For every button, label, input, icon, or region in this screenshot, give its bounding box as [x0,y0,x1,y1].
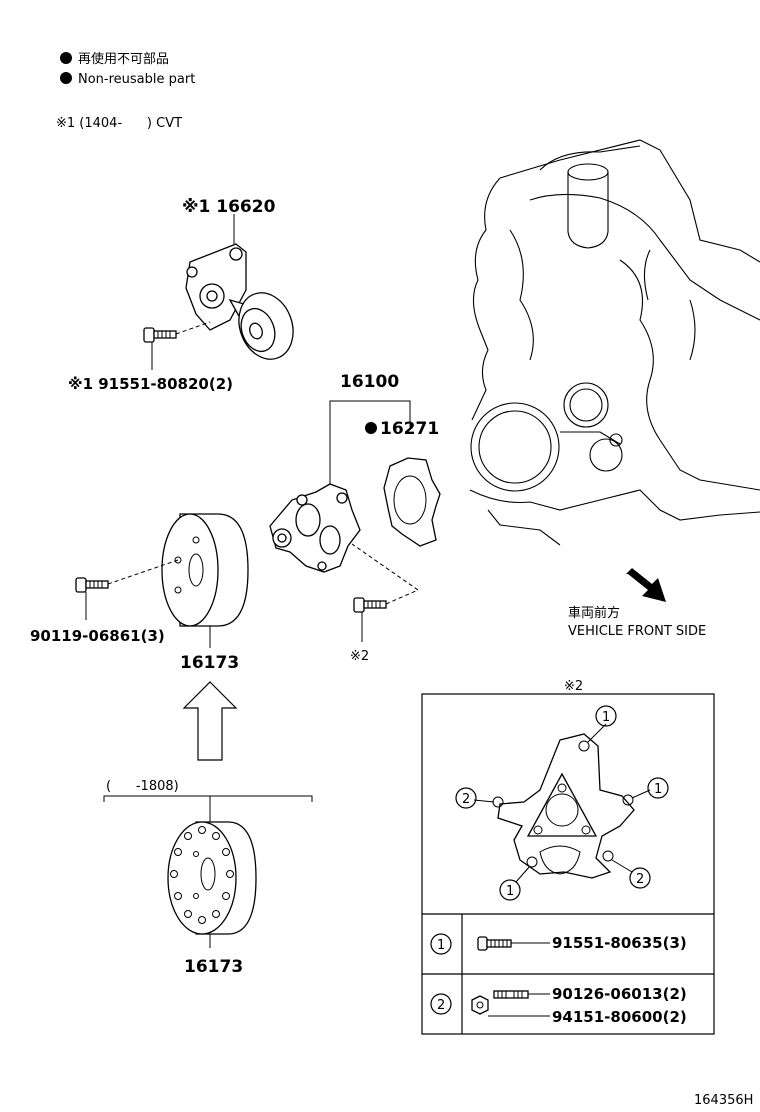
tensioner-bolt[interactable] [143,327,177,343]
engine-block-drawing [469,139,760,546]
stud-90126-06013[interactable] [493,990,529,999]
legend: 再使用不可部品 Non-reusable part ※1 (1404- ) CV… [56,51,195,131]
water-pump-callout: 16100 [340,372,399,392]
pulley-lower[interactable] [167,821,257,935]
row-1-marker: 1 [437,938,445,953]
legend-en-label: Non-reusable part [78,72,195,87]
tensioner-bolt-callout: ※1 91551-80820(2) [68,375,233,393]
marker-2-left: 2 [462,792,470,807]
gasket[interactable] [383,457,441,547]
pulley-lower-callout: 16173 [184,957,243,977]
water-pump-assembly[interactable] [269,483,361,573]
nut-94151-80600[interactable] [471,995,489,1015]
part-94151-80600: 94151-80600(2) [552,1008,687,1026]
part-90126-06013: 90126-06013(2) [552,985,687,1003]
row-2-marker: 2 [437,998,445,1013]
bolt-91551-80635[interactable] [477,936,512,951]
gasket-callout: 16271 [380,419,439,439]
marker-1-top: 1 [602,710,610,725]
non-reusable-bullet-icon [60,52,72,64]
pump-bolt-ref: ※2 [350,649,369,664]
tensioner-callout: ※1 16620 [182,197,276,217]
water-pump-bolt[interactable] [353,597,387,613]
non-reusable-bullet-icon [60,72,72,84]
tensioner-assembly[interactable] [185,243,302,367]
marker-2-right: 2 [636,872,644,887]
detail-box-title: ※2 [564,679,583,694]
illustration-id: 164356H [694,1093,753,1108]
legend-jp-label: 再使用不可部品 [78,51,169,67]
pulley-upper-callout: 16173 [180,653,239,673]
supersession-arrow-icon [182,681,238,761]
part-91551-80635: 91551-80635(3) [552,934,687,952]
pulley-range-note: ( -1808) [106,779,179,794]
marker-1-right: 1 [654,782,662,797]
vehicle-front-arrow-icon [626,568,666,602]
marker-1-bottom: 1 [506,884,514,899]
pulley-bolt-callout: 90119-06861(3) [30,627,165,645]
water-pump-front-view [492,733,635,879]
pulley-upper[interactable] [161,513,249,627]
detail-box: 1 1 2 2 1 1 91551-80635(3) 2 [421,693,715,1035]
non-reusable-bullet-icon [365,422,377,434]
vehicle-front-en: VEHICLE FRONT SIDE [568,624,706,639]
pulley-bolt[interactable] [75,577,109,593]
vehicle-front-jp: 車両前方 [568,605,620,621]
variant-note: ※1 (1404- ) CVT [56,116,182,131]
